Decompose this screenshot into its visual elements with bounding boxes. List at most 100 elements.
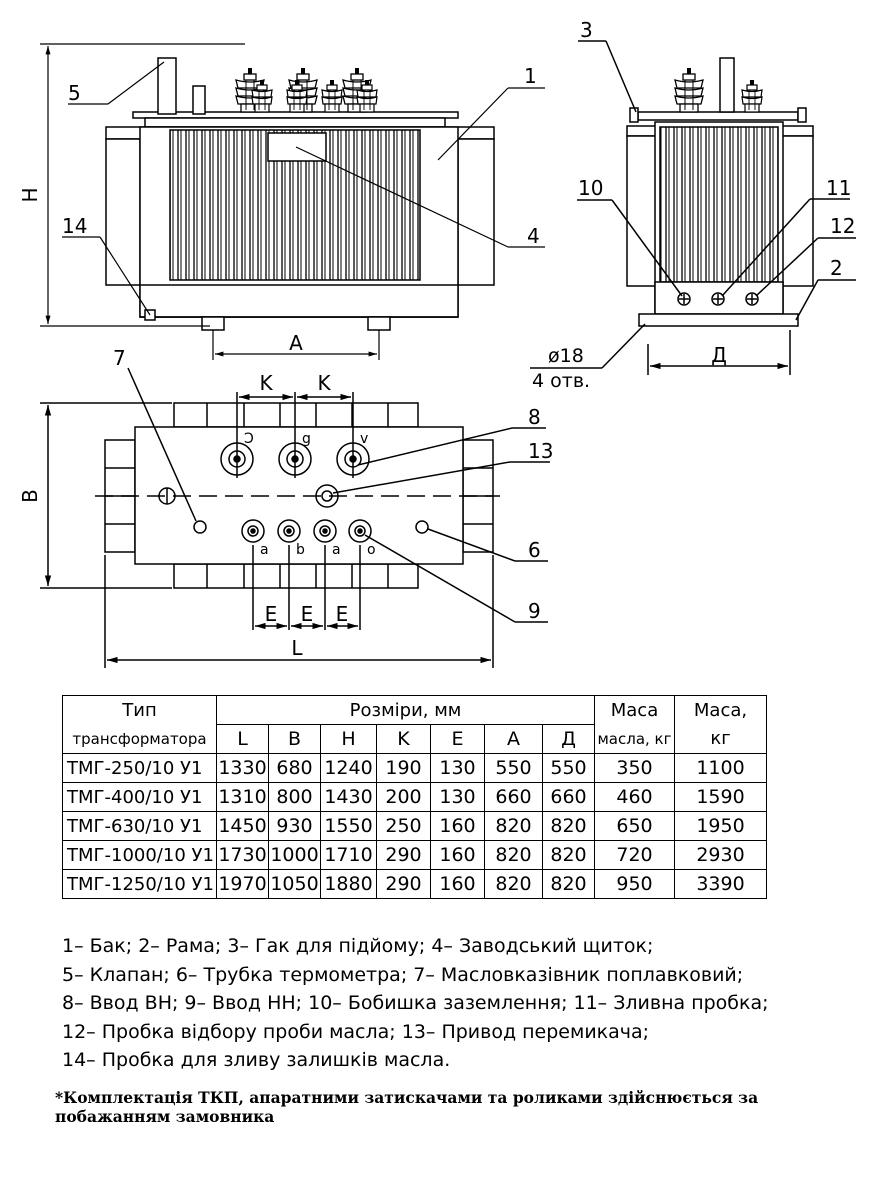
transformer-drawing: H A 5 1 4 14 3 10 11 12 2 Д — [18, 18, 856, 668]
table-cell: 2930 — [674, 840, 767, 870]
table-cell: 820 — [542, 840, 595, 870]
header-mass-2: кг — [674, 724, 767, 754]
front-bushings — [235, 67, 378, 113]
side-bushings — [674, 67, 763, 113]
cell-type: ТМГ-1000/10 У1 — [62, 840, 217, 870]
legend: 1– Бак; 2– Рама; 3– Гак для підйому; 4– … — [62, 932, 769, 1075]
header-col-l: L — [216, 724, 269, 754]
header-col-d: Д — [542, 724, 595, 754]
lv-terminal-a: a — [260, 542, 269, 558]
header-oil-mass: Маса — [594, 695, 675, 725]
dim-l-label: L — [291, 636, 303, 660]
header-col-b: B — [268, 724, 321, 754]
callout-1: 1 — [524, 64, 537, 88]
header-dims: Розміри, мм — [216, 695, 595, 725]
table-cell: 1000 — [268, 840, 321, 870]
hole-diameter: ø18 — [548, 345, 584, 367]
callout-5: 5 — [68, 81, 81, 105]
footnote: *Комплектація ТКП, апаратними затискачам… — [55, 1088, 759, 1126]
table-cell: 160 — [430, 811, 485, 841]
callout-3: 3 — [580, 18, 593, 42]
table-cell: 290 — [376, 840, 431, 870]
table-cell: 1880 — [320, 869, 377, 899]
table-cell: 130 — [430, 782, 485, 812]
hv-terminal-a: Ͻ — [244, 431, 254, 447]
table-cell: 930 — [268, 811, 321, 841]
dim-h-label: H — [18, 187, 42, 202]
table-cell: 250 — [376, 811, 431, 841]
table-cell: 1950 — [674, 811, 767, 841]
callout-10: 10 — [578, 176, 603, 200]
cell-type: ТМГ-1250/10 У1 — [62, 869, 217, 899]
side-view — [530, 40, 856, 375]
table-cell: 820 — [484, 811, 543, 841]
header-col-e: E — [430, 724, 485, 754]
table-cell: 1550 — [320, 811, 377, 841]
spec-table: Тип Розміри, мм Маса Маса, трансформатор… — [62, 695, 767, 899]
table-cell: 160 — [430, 869, 485, 899]
table-cell: 130 — [430, 753, 485, 783]
dim-k-left: K — [259, 371, 273, 395]
legend-line: 12– Пробка відбору проби масла; 13– Прив… — [62, 1020, 650, 1043]
cell-type: ТМГ-250/10 У1 — [62, 753, 217, 783]
lv-terminal-n: o — [367, 542, 376, 558]
lv-terminal-b: b — [296, 542, 305, 558]
dim-b-label: B — [18, 489, 42, 503]
header-type-2: трансформатора — [62, 724, 217, 754]
header-mass: Маса, — [674, 695, 767, 725]
legend-line: 8– Ввод ВН; 9– Ввод НН; 10– Бобишка зазе… — [62, 992, 769, 1014]
table-cell: 460 — [594, 782, 675, 812]
table-cell: 550 — [484, 753, 543, 783]
table-cell: 680 — [268, 753, 321, 783]
table-cell: 190 — [376, 753, 431, 783]
header-type: Тип — [62, 695, 217, 725]
callout-11: 11 — [826, 176, 851, 200]
legend-line: 5– Клапан; 6– Трубка термометра; 7– Масл… — [62, 963, 744, 986]
callout-4: 4 — [527, 224, 540, 248]
table-cell: 1710 — [320, 840, 377, 870]
hv-terminal-b: g — [302, 431, 311, 447]
callout-12: 12 — [830, 214, 855, 238]
table-cell: 1730 — [216, 840, 269, 870]
table-cell: 290 — [376, 869, 431, 899]
callout-7: 7 — [113, 346, 126, 370]
table-cell: 200 — [376, 782, 431, 812]
header-col-h: H — [320, 724, 377, 754]
table-cell: 1050 — [268, 869, 321, 899]
table-cell: 1970 — [216, 869, 269, 899]
callout-9: 9 — [528, 599, 541, 623]
table-cell: 950 — [594, 869, 675, 899]
table-cell: 1590 — [674, 782, 767, 812]
header-col-a: A — [484, 724, 543, 754]
table-cell: 820 — [542, 869, 595, 899]
callout-8: 8 — [528, 405, 541, 429]
table-cell: 1310 — [216, 782, 269, 812]
table-cell: 660 — [484, 782, 543, 812]
header-oil-mass-2: масла, кг — [594, 724, 675, 754]
dim-e-3: E — [336, 602, 349, 626]
callout-2: 2 — [830, 256, 843, 280]
table-cell: 820 — [542, 811, 595, 841]
hole-count: 4 отв. — [532, 370, 590, 392]
table-cell: 720 — [594, 840, 675, 870]
hv-terminal-c: v — [360, 431, 368, 447]
legend-line: 1– Бак; 2– Рама; 3– Гак для підйому; 4– … — [62, 935, 654, 957]
table-cell: 800 — [268, 782, 321, 812]
lv-terminal-c: a — [332, 542, 341, 558]
table-cell: 1240 — [320, 753, 377, 783]
table-cell: 1330 — [216, 753, 269, 783]
dim-e-2: E — [301, 602, 314, 626]
header-col-k: K — [376, 724, 431, 754]
table-cell: 820 — [484, 840, 543, 870]
callout-14: 14 — [62, 214, 87, 238]
table-cell: 160 — [430, 840, 485, 870]
callout-13: 13 — [528, 439, 553, 463]
legend-line: 14– Пробка для зливу залишків масла. — [62, 1049, 451, 1071]
table-cell: 350 — [594, 753, 675, 783]
callout-6: 6 — [528, 538, 541, 562]
dim-k-right: K — [317, 371, 331, 395]
cell-type: ТМГ-400/10 У1 — [62, 782, 217, 812]
